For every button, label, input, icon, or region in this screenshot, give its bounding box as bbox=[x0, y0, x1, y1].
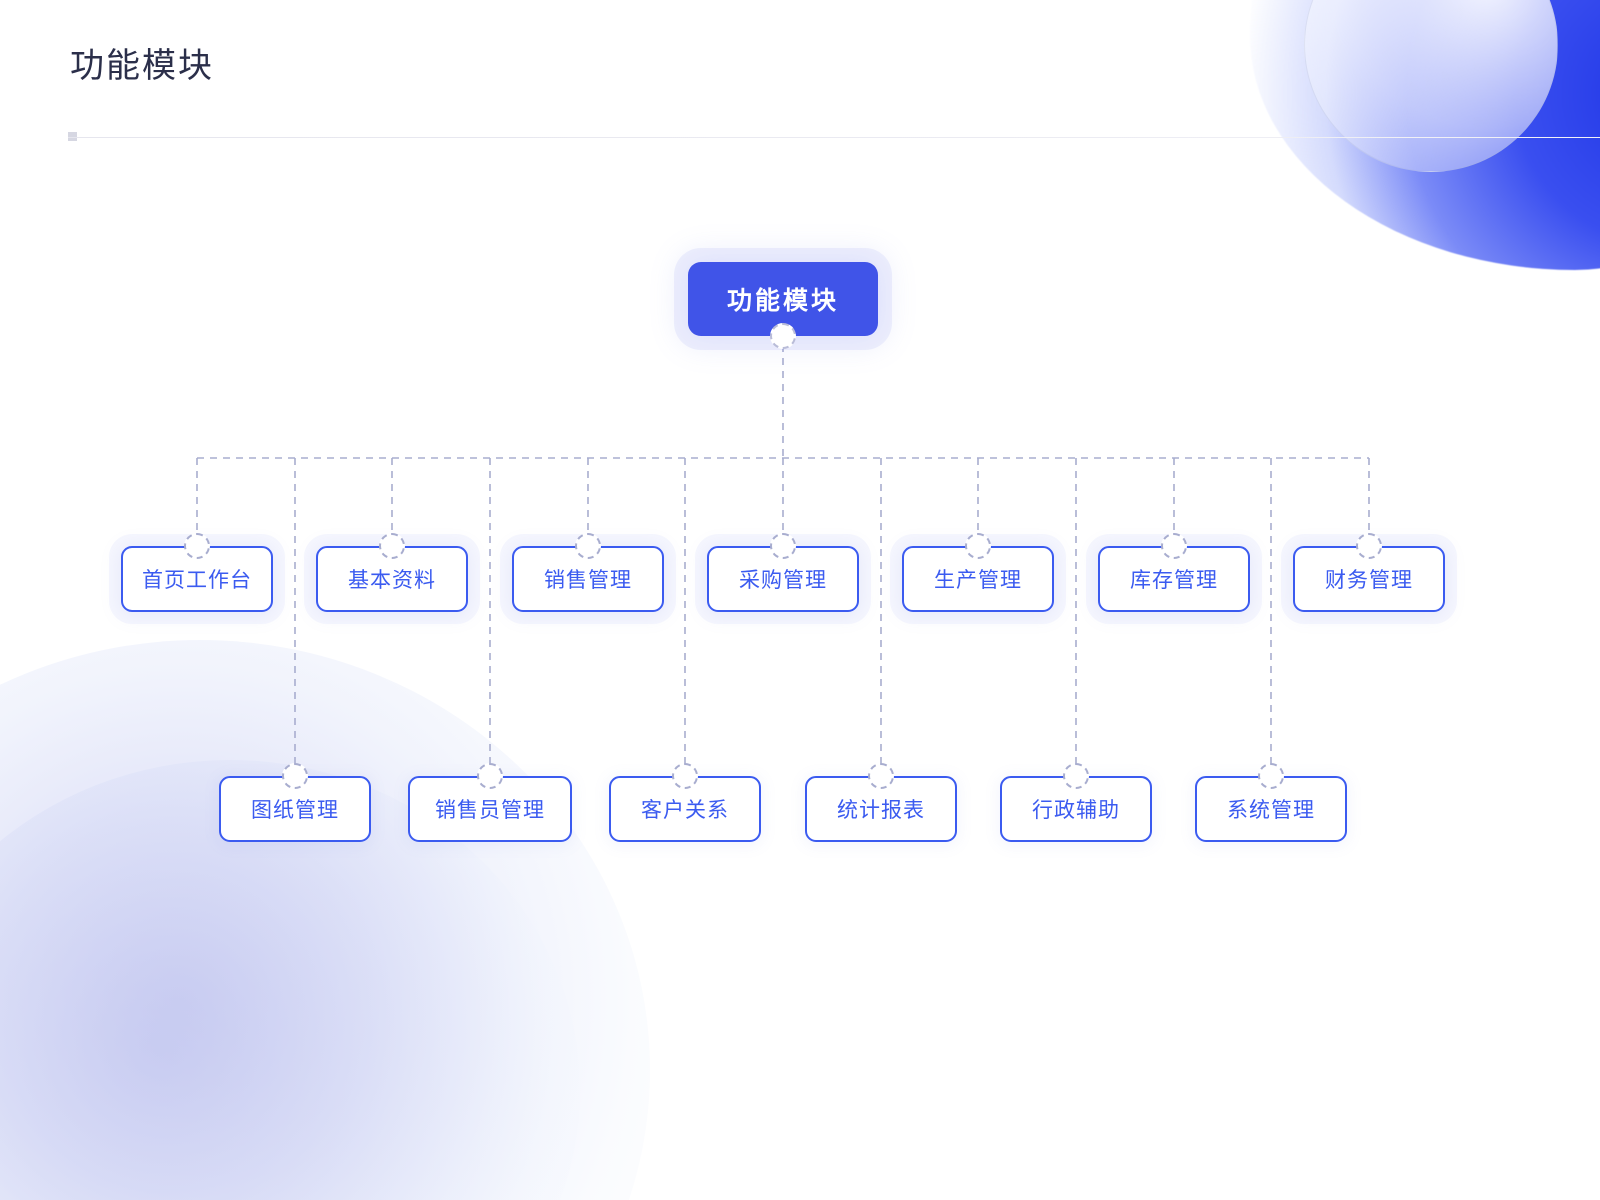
module-node-n5[interactable]: 生产管理 bbox=[902, 546, 1054, 612]
divider-square-marker bbox=[68, 132, 77, 141]
header-divider bbox=[68, 137, 1600, 138]
node-label: 客户关系 bbox=[641, 799, 729, 822]
node-label: 图纸管理 bbox=[251, 799, 339, 822]
node-label: 销售员管理 bbox=[435, 799, 545, 822]
node-label: 功能模块 bbox=[726, 287, 839, 315]
node-label: 基本资料 bbox=[348, 569, 436, 592]
module-node-n3[interactable]: 销售管理 bbox=[512, 546, 664, 612]
node-label: 财务管理 bbox=[1325, 569, 1413, 592]
module-node-n2[interactable]: 基本资料 bbox=[316, 546, 468, 612]
submodule-node-m6[interactable]: 系统管理 bbox=[1195, 776, 1347, 842]
submodule-node-m5[interactable]: 行政辅助 bbox=[1000, 776, 1152, 842]
submodule-node-m1[interactable]: 图纸管理 bbox=[219, 776, 371, 842]
page-title: 功能模块 bbox=[70, 47, 214, 85]
module-node-n1[interactable]: 首页工作台 bbox=[121, 546, 273, 612]
node-label: 系统管理 bbox=[1227, 799, 1315, 822]
node-label: 行政辅助 bbox=[1032, 799, 1120, 822]
submodule-node-m4[interactable]: 统计报表 bbox=[805, 776, 957, 842]
module-node-n6[interactable]: 库存管理 bbox=[1098, 546, 1250, 612]
node-label: 首页工作台 bbox=[142, 569, 252, 592]
submodule-node-m3[interactable]: 客户关系 bbox=[609, 776, 761, 842]
node-label: 采购管理 bbox=[739, 569, 827, 592]
node-label: 生产管理 bbox=[934, 569, 1022, 592]
submodule-node-m2[interactable]: 销售员管理 bbox=[408, 776, 572, 842]
node-label: 统计报表 bbox=[837, 799, 925, 822]
module-node-n4[interactable]: 采购管理 bbox=[707, 546, 859, 612]
node-label: 销售管理 bbox=[544, 569, 632, 592]
root-node-root[interactable]: 功能模块 bbox=[688, 262, 878, 336]
module-node-n7[interactable]: 财务管理 bbox=[1293, 546, 1445, 612]
node-label: 库存管理 bbox=[1130, 569, 1218, 592]
